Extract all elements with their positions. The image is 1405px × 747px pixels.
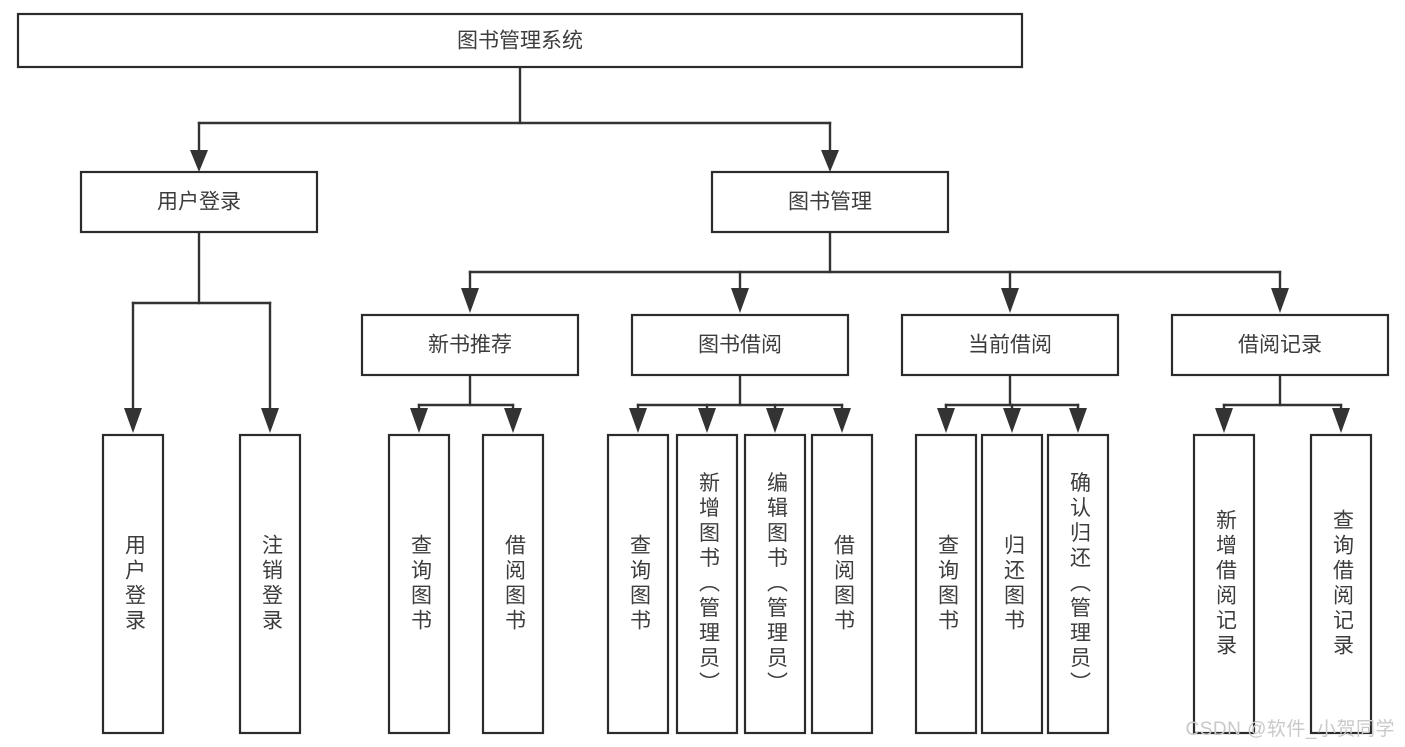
arrow-leaf-user-login-2	[261, 408, 279, 433]
node-book-borrow-box[interactable]	[630, 313, 850, 377]
arrow-to-book-borrow	[731, 288, 749, 313]
arrow-leaf-book-borrow-1	[629, 408, 647, 433]
leaf-borrow-record-query-label: 查询借阅记录	[1330, 509, 1354, 659]
leaf-current-borrow-confirm-box[interactable]	[1046, 433, 1110, 735]
node-borrow-record[interactable]: 借阅记录	[1170, 313, 1390, 377]
node-book-manage-box[interactable]	[710, 170, 950, 234]
leaf-new-book-borrow-box[interactable]	[481, 433, 545, 735]
arrow-leaf-book-borrow-4	[833, 408, 851, 433]
leaf-new-book-borrow[interactable]: 借阅图书	[481, 433, 545, 735]
leaf-user-login-logout[interactable]: 注销登录	[238, 433, 302, 735]
leaf-book-borrow-edit[interactable]: 编辑图书（管理员）	[743, 433, 807, 735]
leaf-borrow-record-add-box[interactable]	[1192, 433, 1256, 735]
arrow-leaf-borrow-record-2	[1332, 408, 1350, 433]
leaf-book-borrow-query-box[interactable]	[606, 433, 670, 735]
arrow-to-book-manage	[821, 150, 839, 172]
arrow-leaf-current-borrow-2	[1003, 408, 1021, 433]
leaf-book-borrow-borrow-label: 借阅图书	[831, 534, 855, 634]
leaf-new-book-query-box[interactable]	[387, 433, 451, 735]
node-user-login-box[interactable]	[79, 170, 319, 234]
node-current-borrow-box[interactable]	[900, 313, 1120, 377]
leaf-user-login-logout-box[interactable]	[238, 433, 302, 735]
leaf-current-borrow-query[interactable]: 查询图书	[914, 433, 978, 735]
leaf-new-book-borrow-label: 借阅图书	[502, 534, 526, 634]
arrow-leaf-current-borrow-3	[1069, 408, 1087, 433]
node-user-login[interactable]: 用户登录	[79, 170, 319, 234]
leaf-book-borrow-edit-box[interactable]	[743, 433, 807, 735]
leaf-book-borrow-query[interactable]: 查询图书	[606, 433, 670, 735]
arrow-to-current-borrow	[1001, 288, 1019, 313]
arrow-leaf-borrow-record-1	[1215, 408, 1233, 433]
node-book-borrow-label: 图书借阅	[698, 334, 782, 357]
leaf-user-login-login-label: 用户登录	[122, 534, 146, 634]
leaf-new-book-query-label: 查询图书	[408, 534, 432, 634]
node-new-book-recommend-label: 新书推荐	[428, 334, 512, 357]
leaf-book-borrow-borrow[interactable]: 借阅图书	[810, 433, 874, 735]
leaf-user-login-logout-label: 注销登录	[259, 534, 283, 634]
arrow-to-user-login	[190, 150, 208, 172]
node-new-book-recommend[interactable]: 新书推荐	[360, 313, 580, 377]
arrow-leaf-new-book-1	[410, 408, 428, 433]
node-borrow-record-label: 借阅记录	[1238, 334, 1322, 357]
leaf-current-borrow-query-label: 查询图书	[935, 534, 959, 634]
leaf-book-borrow-add[interactable]: 新增图书（管理员）	[675, 433, 739, 735]
leaf-book-borrow-add-label: 新增图书（管理员）	[696, 472, 720, 697]
leaf-book-borrow-query-label: 查询图书	[627, 534, 651, 634]
arrow-leaf-new-book-2	[504, 408, 522, 433]
leaf-borrow-record-add[interactable]: 新增借阅记录	[1192, 433, 1256, 735]
leaf-borrow-record-query-box[interactable]	[1309, 433, 1373, 735]
arrow-to-borrow-record	[1271, 288, 1289, 313]
leaf-current-borrow-return-box[interactable]	[980, 433, 1044, 735]
leaf-borrow-record-add-label: 新增借阅记录	[1213, 509, 1237, 659]
node-current-borrow[interactable]: 当前借阅	[900, 313, 1120, 377]
arrow-leaf-book-borrow-2	[698, 408, 716, 433]
node-book-manage[interactable]: 图书管理	[710, 170, 950, 234]
node-root-label: 图书管理系统	[457, 30, 583, 53]
leaf-user-login-login-box[interactable]	[101, 433, 165, 735]
leaf-new-book-query[interactable]: 查询图书	[387, 433, 451, 735]
node-root-box[interactable]	[16, 12, 1024, 69]
leaf-current-borrow-confirm-label: 确认归还（管理员）	[1067, 472, 1091, 697]
node-book-manage-label: 图书管理	[788, 191, 872, 214]
arrow-to-new-book	[461, 288, 479, 313]
leaf-user-login-login[interactable]: 用户登录	[101, 433, 165, 735]
arrow-leaf-current-borrow-1	[937, 408, 955, 433]
arrow-leaf-book-borrow-3	[766, 408, 784, 433]
leaf-book-borrow-borrow-box[interactable]	[810, 433, 874, 735]
node-user-login-label: 用户登录	[157, 191, 241, 214]
leaf-borrow-record-query[interactable]: 查询借阅记录	[1309, 433, 1373, 735]
connector-layer	[124, 65, 1350, 433]
arrow-leaf-user-login-1	[124, 408, 142, 433]
node-current-borrow-label: 当前借阅	[968, 334, 1052, 357]
leaf-current-borrow-confirm[interactable]: 确认归还（管理员）	[1046, 433, 1110, 735]
node-borrow-record-box[interactable]	[1170, 313, 1390, 377]
leaf-current-borrow-return[interactable]: 归还图书	[980, 433, 1044, 735]
leaf-current-borrow-query-box[interactable]	[914, 433, 978, 735]
leaf-current-borrow-return-label: 归还图书	[1001, 534, 1025, 634]
leaf-book-borrow-edit-label: 编辑图书（管理员）	[764, 472, 788, 697]
leaf-book-borrow-add-box[interactable]	[675, 433, 739, 735]
node-root[interactable]: 图书管理系统	[16, 12, 1024, 69]
node-new-book-recommend-box[interactable]	[360, 313, 580, 377]
node-book-borrow[interactable]: 图书借阅	[630, 313, 850, 377]
